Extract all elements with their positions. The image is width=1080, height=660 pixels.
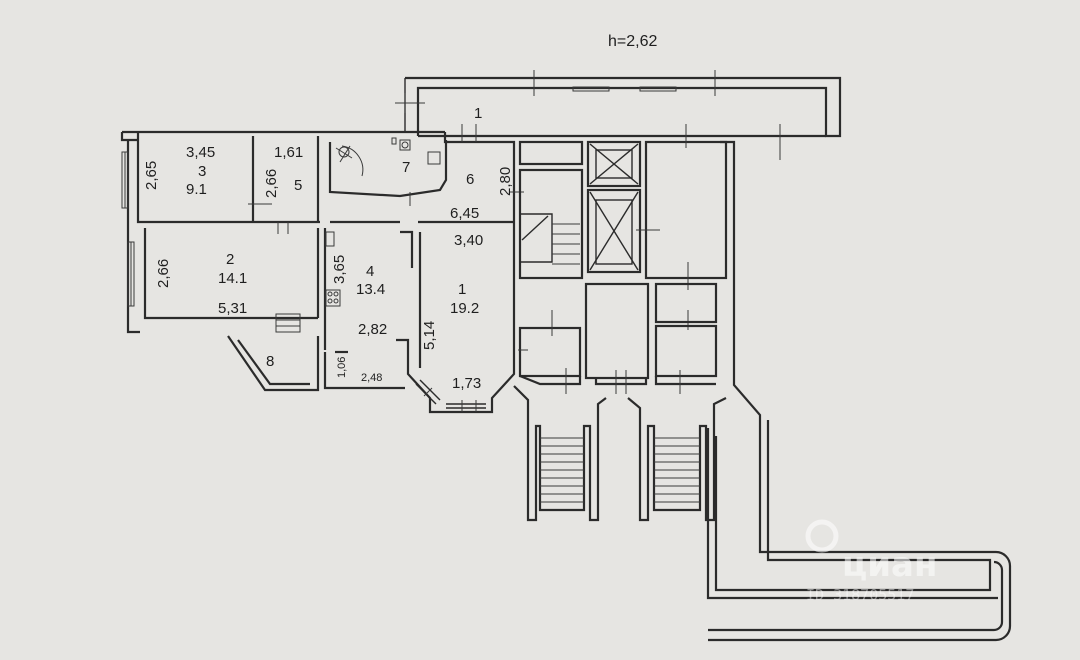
room-2-width: 5,31 [218, 300, 247, 317]
room-4-height: 3,65 [331, 255, 348, 284]
room-2-area: 14.1 [218, 270, 247, 287]
top-corridor [395, 70, 842, 138]
room-1-width-bottom: 1,73 [452, 375, 481, 392]
room-labels: 1 3,45 3 9.1 2,65 1,61 5 2,66 7 6 2,80 6… [143, 105, 514, 392]
ceiling-height-label: h=2,62 [608, 33, 657, 50]
small-room-width: 2,48 [361, 372, 382, 384]
door-marks [248, 124, 524, 333]
room-4-area: 13.4 [356, 281, 385, 298]
watermark-id: ID 318705517 [806, 586, 914, 604]
room-3-number: 3 [198, 163, 206, 180]
watermark: циан ID 318705517 [805, 519, 937, 604]
room-2-number: 2 [226, 251, 234, 268]
room-4-width: 2,82 [358, 321, 387, 338]
room-3-area: 9.1 [186, 181, 207, 198]
room-6-width: 6,45 [450, 205, 479, 222]
room-1-height: 5,14 [421, 321, 438, 350]
watermark-brand: циан [842, 545, 937, 585]
entrance-stairs [513, 385, 727, 522]
room-6-height: 2,80 [497, 167, 514, 196]
stove-icon [325, 231, 341, 307]
room-5-height: 2,66 [263, 169, 280, 198]
room-1-corridor-number: 1 [474, 105, 482, 122]
room-5-number: 5 [294, 177, 302, 194]
room-8-number: 8 [266, 353, 274, 370]
room-3-height: 2,65 [143, 161, 160, 190]
ramp [706, 420, 1012, 642]
room-1-width-top: 3,40 [454, 232, 483, 249]
bathroom-fixtures [335, 137, 441, 177]
room-1-area: 19.2 [450, 300, 479, 317]
room-5-width: 1,61 [274, 144, 303, 161]
left-windows [121, 151, 135, 307]
apartment-walls [120, 130, 516, 414]
stairwell-core [518, 124, 781, 420]
room-1-number: 1 [458, 281, 466, 298]
small-room-height: 1,06 [336, 357, 348, 378]
room-3-width: 3,45 [186, 144, 215, 161]
room-6-number: 6 [466, 171, 474, 188]
room-7-number: 7 [402, 159, 410, 176]
room-4-number: 4 [366, 263, 374, 280]
room-2-height: 2,66 [155, 259, 172, 288]
